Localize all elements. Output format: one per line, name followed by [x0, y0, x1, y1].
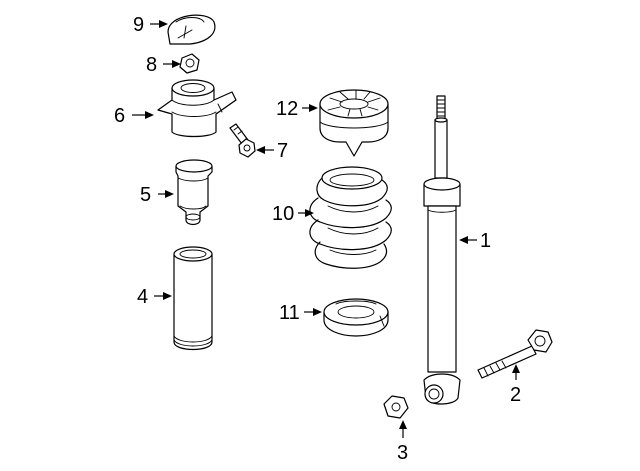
- callout-10: 10: [272, 203, 294, 225]
- callout-4: 4: [137, 286, 148, 308]
- leader-5: [158, 190, 174, 198]
- callout-11: 11: [279, 302, 300, 324]
- part-5-bump-stop: [175, 159, 213, 226]
- leader-9: [150, 20, 168, 28]
- callout-9: 9: [133, 14, 144, 36]
- part-10-coil-spring: [309, 166, 392, 269]
- part-2-lower-bolt: [477, 329, 553, 379]
- part-4-dust-boot: [173, 246, 213, 351]
- part-1-shock-absorber: [423, 95, 461, 405]
- callout-3: 3: [397, 442, 408, 464]
- callout-12: 12: [276, 98, 298, 120]
- leader-8: [163, 60, 181, 68]
- leader-12: [302, 104, 318, 112]
- leader-7: [256, 146, 274, 154]
- callout-5: 5: [140, 184, 151, 206]
- leader-4: [154, 292, 172, 300]
- leader-3: [399, 420, 407, 438]
- part-3-lower-nut: [383, 395, 409, 419]
- callout-1: 1: [480, 230, 491, 252]
- part-8-nut: [179, 53, 200, 74]
- part-6-upper-mount: [157, 79, 237, 138]
- part-7-bolt: [229, 123, 256, 158]
- part-9-washer: [167, 14, 216, 45]
- leader-10: [298, 209, 314, 217]
- callout-8: 8: [146, 54, 157, 76]
- leader-2: [512, 364, 520, 380]
- leader-11: [304, 308, 322, 316]
- callout-7: 7: [277, 140, 288, 162]
- part-11-lower-spring-seat: [323, 298, 389, 337]
- part-12-spring-insulator: [319, 89, 389, 157]
- callout-6: 6: [114, 105, 125, 127]
- leader-1: [459, 236, 477, 244]
- leader-6: [132, 111, 154, 119]
- callout-2: 2: [510, 384, 521, 406]
